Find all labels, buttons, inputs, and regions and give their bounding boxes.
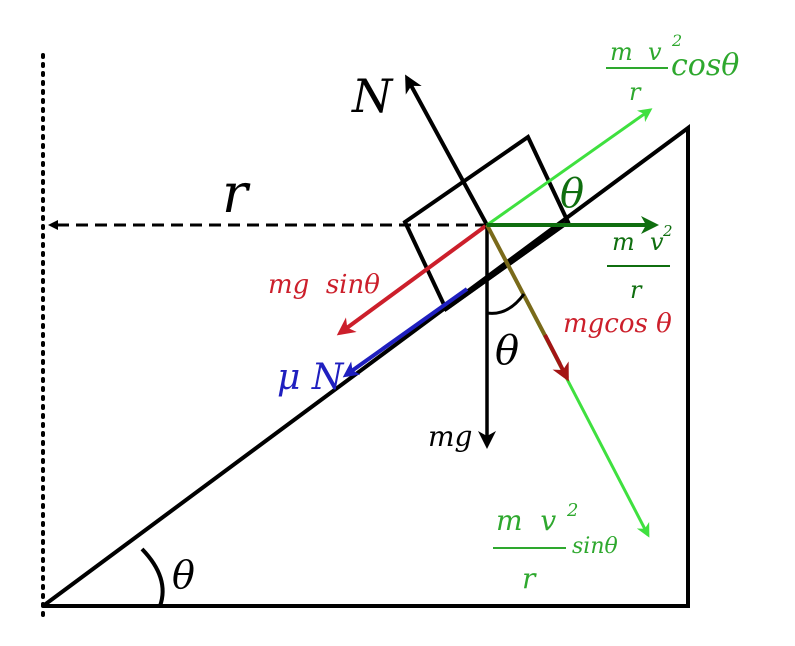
normal-force-arrow <box>405 74 489 226</box>
mg-sin-label: mg sinθ <box>268 270 380 300</box>
normal-force-label: N <box>351 69 394 123</box>
mg-cos-label: mgcos θ <box>563 309 672 339</box>
incline-triangle <box>41 124 690 608</box>
centripetal-cos-denominator: r <box>629 78 642 106</box>
base-angle-arc <box>140 547 165 607</box>
centripetal-sin-tail: sinθ <box>572 534 618 559</box>
centripetal-cos-arrow <box>486 108 653 227</box>
mg-label: mg <box>428 420 472 453</box>
centripetal-numerator: m v <box>612 228 664 256</box>
centripetal-sin-numerator: m v <box>496 504 556 537</box>
radius-label: r <box>222 162 251 225</box>
theta-base-label: θ <box>172 553 195 597</box>
centripetal-cos-exponent: 2 <box>671 31 682 50</box>
centripetal-exponent: 2 <box>662 222 673 240</box>
friction-arrow <box>342 287 469 378</box>
mg-cos-arrow <box>543 334 569 382</box>
centripetal-cos-numerator: m v <box>610 38 662 66</box>
centripetal-cos-tail: cosθ <box>671 48 739 83</box>
incline-angle-arc <box>486 293 526 315</box>
centripetal-label: m v 2 r <box>607 222 673 304</box>
centripetal-sin-denominator: r <box>522 562 537 595</box>
theta-top-label: θ <box>560 171 584 217</box>
centripetal-cos-label: m v 2 r cosθ <box>606 31 739 106</box>
mu-n-label: μ N <box>277 357 345 398</box>
centripetal-sin-exponent: 2 <box>566 500 578 521</box>
centripetal-sin-label: m v 2 r sinθ <box>493 500 618 595</box>
centripetal-denominator: r <box>630 276 643 304</box>
theta-mid-label: θ <box>495 328 519 374</box>
mg-sin-arrow <box>336 223 489 336</box>
